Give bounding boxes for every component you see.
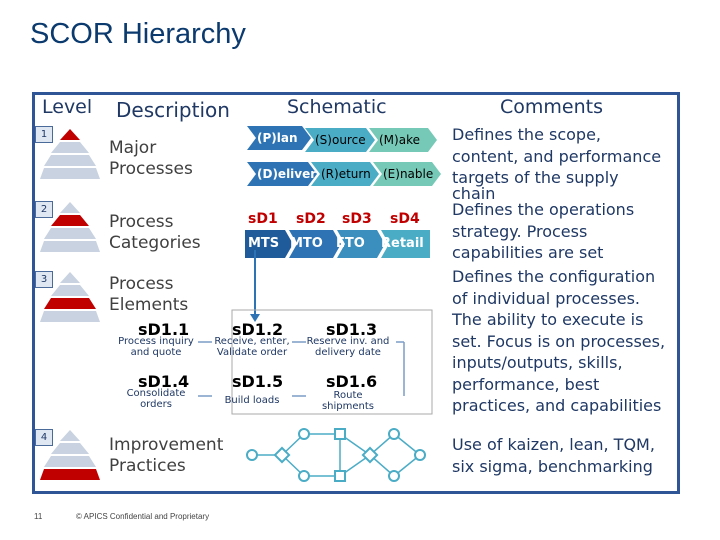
pyramid-level-2-icon bbox=[40, 202, 100, 252]
comment-line: chain bbox=[452, 183, 496, 203]
category-eto: ETO bbox=[336, 236, 365, 251]
element-label-line: Build loads bbox=[224, 395, 280, 406]
category-mts: MTS bbox=[248, 236, 280, 251]
element-label-line: Receive, enter, bbox=[214, 336, 290, 347]
comment-line: strategy. Process bbox=[452, 221, 588, 241]
comment-level-3: Defines the configuration of individual … bbox=[452, 266, 665, 417]
element-sd1-4-code: sD1.4 bbox=[138, 372, 190, 391]
process-make-chevron: (M)ake bbox=[369, 128, 437, 152]
comment-level-1: Defines the scope, content, and performa… bbox=[452, 124, 662, 203]
comment-level-2: Defines the operations strategy. Process… bbox=[452, 199, 634, 264]
description-line: Process bbox=[109, 212, 174, 232]
header-level: Level bbox=[42, 96, 93, 118]
description-line: Categories bbox=[109, 233, 201, 253]
element-label-line: Reserve inv. and bbox=[306, 336, 390, 347]
description-line: Practices bbox=[109, 456, 186, 476]
element-sd1-2-label: Receive, enter, Validate order bbox=[206, 336, 298, 358]
comment-line: set. Focus is on processes, bbox=[452, 331, 666, 351]
elements-bracket bbox=[231, 309, 433, 415]
category-sd2: sD2 bbox=[296, 211, 326, 227]
element-sd1-1-code: sD1.1 bbox=[138, 320, 190, 339]
pyramid-level-4-icon bbox=[40, 430, 100, 480]
comment-line: six sigma, benchmarking bbox=[452, 456, 653, 476]
element-label-line: Process inquiry bbox=[118, 336, 194, 347]
description-level-3: Process Elements bbox=[109, 274, 188, 316]
element-label-line: delivery date bbox=[315, 347, 381, 358]
category-sd1: sD1 bbox=[248, 211, 278, 227]
description-line: Processes bbox=[109, 159, 193, 179]
category-mto: MTO bbox=[290, 236, 323, 251]
pyramid-level-1-icon bbox=[40, 129, 100, 179]
comment-line: targets of the supply bbox=[452, 168, 619, 187]
category-sd4: sD4 bbox=[390, 211, 420, 227]
comment-line: of individual processes. bbox=[452, 288, 640, 308]
comment-line: Defines the configuration bbox=[452, 267, 656, 286]
description-level-1: Major Processes bbox=[109, 138, 193, 180]
categories-background bbox=[245, 230, 430, 258]
header-description: Description bbox=[116, 98, 230, 122]
header-comments: Comments bbox=[500, 96, 603, 118]
category-sd3: sD3 bbox=[342, 211, 372, 227]
category-retail: Retail bbox=[381, 236, 424, 251]
element-sd1-3-label: Reserve inv. and delivery date bbox=[300, 336, 396, 358]
element-label-line: Route bbox=[333, 390, 363, 401]
description-line: Elements bbox=[109, 295, 189, 315]
element-sd1-4-label: Consolidate orders bbox=[114, 388, 198, 410]
improvement-network-diagram bbox=[246, 428, 426, 482]
element-label-line: and quote bbox=[130, 347, 182, 358]
description-line: Process bbox=[109, 274, 174, 294]
element-sd1-5-code: sD1.5 bbox=[232, 372, 284, 391]
header-schematic: Schematic bbox=[287, 96, 387, 118]
comment-line: Defines the scope, bbox=[452, 125, 601, 144]
element-sd1-2-code: sD1.2 bbox=[232, 320, 284, 339]
process-source-chevron: (S)ource bbox=[305, 128, 375, 152]
element-label-line: Validate order bbox=[216, 347, 288, 358]
element-label-line: Consolidate bbox=[126, 388, 186, 399]
level-badge-4: 4 bbox=[35, 429, 53, 446]
description-level-4: Improvement Practices bbox=[109, 435, 223, 477]
description-line: Improvement bbox=[109, 435, 224, 455]
pyramid-level-3-icon bbox=[40, 272, 100, 322]
process-enable-chevron: (E)nable bbox=[373, 162, 441, 186]
drilldown-arrow-head bbox=[250, 314, 260, 322]
comment-level-4: Use of kaizen, lean, TQM, six sigma, ben… bbox=[452, 434, 655, 477]
process-plan-chevron: (P)lan bbox=[247, 126, 311, 150]
comment-line: Use of kaizen, lean, TQM, bbox=[452, 435, 655, 454]
flow-arrows bbox=[198, 341, 405, 397]
element-sd1-3-code: sD1.3 bbox=[326, 320, 378, 339]
element-sd1-5-label: Build loads bbox=[206, 395, 298, 406]
comment-line: content, and performance bbox=[452, 146, 662, 166]
level-badge-1: 1 bbox=[35, 126, 53, 143]
element-sd1-6-code: sD1.6 bbox=[326, 372, 378, 391]
comment-line: The ability to execute is bbox=[452, 310, 644, 329]
comment-line: inputs/outputs, skills, bbox=[452, 353, 623, 372]
description-level-2: Process Categories bbox=[109, 212, 201, 254]
level-badge-2: 2 bbox=[35, 201, 53, 218]
process-deliver-chevron: (D)eliver bbox=[247, 162, 317, 186]
page-number: 11 bbox=[34, 512, 43, 521]
network-nodes bbox=[246, 428, 426, 482]
element-sd1-6-label: Route shipments bbox=[300, 390, 396, 412]
hierarchy-table-frame bbox=[32, 92, 680, 494]
comment-line: practices, and capabilities bbox=[452, 396, 662, 415]
element-sd1-1-label: Process inquiry and quote bbox=[114, 336, 198, 358]
copyright-notice: © APICS Confidential and Proprietary bbox=[76, 512, 210, 521]
comment-line: performance, best bbox=[452, 374, 600, 394]
comment-line: Defines the operations bbox=[452, 200, 635, 219]
page-title: SCOR Hierarchy bbox=[30, 18, 246, 50]
comment-line: capabilities are set bbox=[452, 243, 604, 262]
element-label-line: shipments bbox=[321, 401, 375, 412]
level-badge-3: 3 bbox=[35, 271, 53, 288]
process-return-chevron: (R)eturn bbox=[311, 162, 379, 186]
description-line: Major bbox=[109, 138, 157, 158]
element-label-line: orders bbox=[140, 399, 172, 410]
